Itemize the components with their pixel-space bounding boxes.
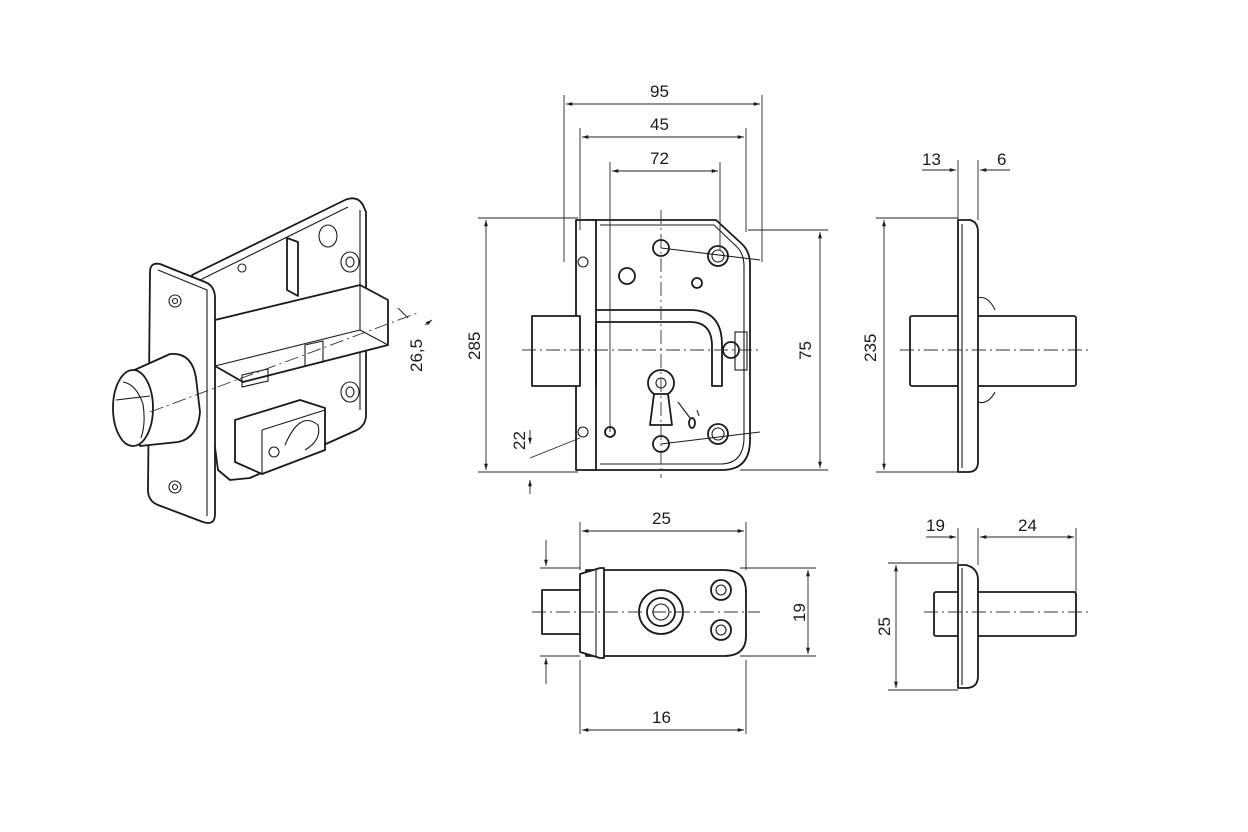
dim-95: 95 bbox=[650, 82, 669, 101]
dim-72: 72 bbox=[650, 149, 669, 168]
iso-dimension: 26,5 bbox=[397, 307, 433, 372]
dim-top-19: 19 bbox=[790, 603, 809, 622]
isometric-view bbox=[112, 197, 421, 524]
dim-end-25: 25 bbox=[875, 617, 894, 636]
dim-end-19: 19 bbox=[926, 516, 945, 535]
dim-22: 22 bbox=[510, 431, 529, 450]
dim-top-16: 16 bbox=[652, 708, 671, 727]
end-view bbox=[924, 564, 1090, 689]
top-dimensions: 25 19 16 bbox=[540, 509, 816, 734]
dim-6: 6 bbox=[997, 150, 1006, 169]
dim-26-5: 26,5 bbox=[407, 339, 426, 372]
dim-235: 235 bbox=[861, 334, 880, 362]
side-view bbox=[900, 219, 1090, 473]
end-dimensions: 19 24 25 bbox=[875, 516, 1077, 691]
top-view bbox=[532, 567, 760, 659]
dim-285: 285 bbox=[465, 332, 484, 360]
dim-top-25: 25 bbox=[652, 509, 671, 528]
dim-13: 13 bbox=[922, 150, 941, 169]
dim-75: 75 bbox=[796, 341, 815, 360]
front-dimensions: 95 45 72 285 22 75 bbox=[465, 82, 828, 494]
front-view bbox=[522, 210, 761, 478]
dim-45: 45 bbox=[650, 115, 669, 134]
dim-end-24: 24 bbox=[1018, 516, 1037, 535]
side-dimensions: 13 6 235 bbox=[861, 150, 1010, 473]
